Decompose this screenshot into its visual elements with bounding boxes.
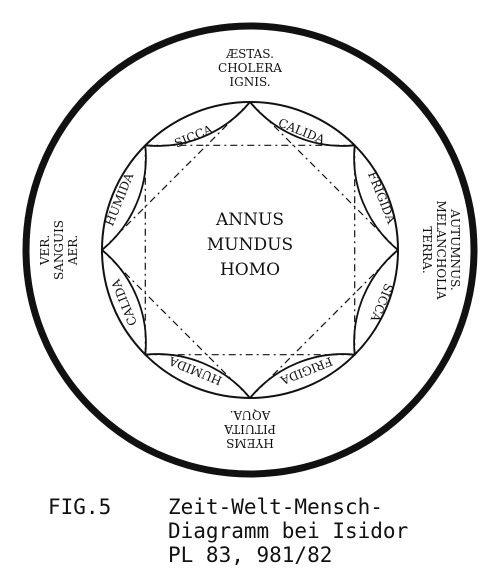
quality-1: SICCA — [172, 122, 215, 151]
season-bottom-2: PITUITA — [224, 422, 276, 436]
center-homo: HOMO — [220, 260, 280, 280]
center-annus: ANNUS — [215, 210, 284, 230]
dashed-chord — [101, 249, 251, 399]
season-right-2: MELANCHOLIA — [434, 200, 448, 299]
dashed-chords — [101, 101, 399, 399]
quality-6: HUMIDA — [167, 354, 224, 388]
caption-line-2: Diagramm bei Isidor — [168, 519, 409, 543]
season-top-1: ÆSTAS. — [225, 47, 274, 61]
season-left-1: VER. — [38, 235, 52, 266]
season-top-3: IGNIS. — [229, 75, 270, 89]
caption-line-1: Zeit-Welt-Mensch- — [168, 495, 383, 519]
outer-ring — [22, 22, 478, 478]
caption-line-3: PL 83, 981/82 — [168, 543, 333, 567]
season-top-2: CHOLERA — [218, 61, 282, 75]
star-arcs — [101, 101, 399, 399]
season-right-1: AUTUMNUS. — [448, 208, 462, 290]
star-arc — [249, 353, 355, 399]
star-arc — [101, 249, 147, 355]
season-left-3: AER. — [66, 235, 80, 266]
quality-4: SICCA — [368, 281, 396, 324]
dashed-chord — [249, 249, 399, 399]
star-arc — [101, 145, 147, 251]
star-arc — [145, 101, 251, 147]
season-left-2: SANGUIS — [52, 220, 66, 280]
season-right-3: TERRA. — [420, 226, 434, 273]
star-arc — [145, 353, 251, 399]
center-mundus: MUNDUS — [207, 235, 293, 255]
season-bottom-1: HYEMS — [226, 436, 274, 450]
season-bottom-3: AQUA. — [230, 408, 272, 422]
dashed-chord — [249, 101, 399, 251]
isidor-diagram: ANNUS MUNDUS HOMO ÆSTAS. CHOLERA IGNIS. … — [22, 22, 478, 478]
star-arc — [353, 249, 399, 355]
quality-8: HUMIDA — [102, 171, 136, 228]
star-arc — [353, 145, 399, 251]
star-arc — [249, 101, 355, 147]
quality-7: CALIDA — [109, 277, 140, 328]
figure-number: FIG.5 — [48, 495, 112, 519]
dashed-chord — [101, 101, 251, 251]
